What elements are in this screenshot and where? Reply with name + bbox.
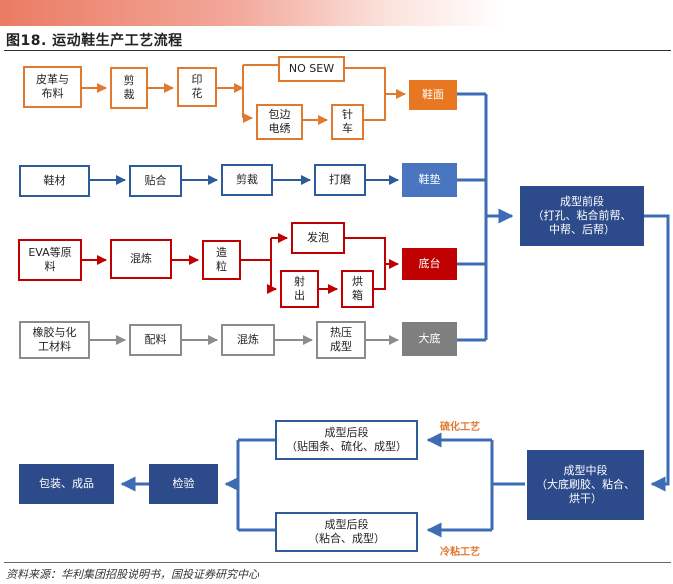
grind-box: 打磨 [314, 164, 366, 196]
stitch-box: 针 车 [331, 104, 364, 140]
insole-cut-box: 剪裁 [221, 164, 273, 196]
forming-back-vulcanized: 成型后段 （贴围条、硫化、成型） [275, 420, 418, 460]
shoe-material-box: 鞋材 [19, 165, 90, 197]
laminate-box: 贴合 [129, 165, 182, 197]
eva-material-box: EVA等原 料 [18, 239, 82, 281]
shoe-upper-output: 鞋面 [409, 80, 457, 110]
formulate-box: 配料 [129, 324, 182, 356]
source-divider [4, 562, 671, 563]
figure-source: 资料来源：华利集团招股说明书，国投证券研究中心 [6, 568, 259, 581]
outsole-output: 大底 [402, 322, 457, 356]
leather-fabric-box: 皮革与 布料 [23, 66, 82, 108]
midsole-mix-box: 混炼 [110, 239, 172, 279]
inspection-box: 检验 [149, 464, 218, 504]
packaging-box: 包装、成品 [19, 464, 114, 504]
print-box: 印 花 [177, 67, 217, 107]
figure-title: 图18. 运动鞋生产工艺流程 [6, 33, 183, 49]
pelletize-box: 造 粒 [202, 240, 241, 280]
forming-front-stage: 成型前段 （打孔、粘合前帮、 中帮、后帮） [520, 186, 644, 246]
edge-embroidery-box: 包边 电绣 [256, 104, 303, 140]
forming-middle-stage: 成型中段 （大底刷胶、粘合、 烘干） [527, 450, 644, 520]
header-band [0, 0, 673, 26]
vulcanized-process-label: 硫化工艺 [440, 422, 480, 433]
hot-press-box: 热压 成型 [316, 321, 366, 359]
foam-box: 发泡 [291, 222, 345, 254]
insole-output: 鞋垫 [402, 163, 457, 197]
bake-box: 烘 箱 [341, 270, 374, 308]
inject-box: 射 出 [280, 270, 319, 308]
cut-box: 剪 裁 [110, 67, 148, 109]
no-sew-box: NO SEW [278, 56, 345, 82]
forming-back-cold: 成型后段 （粘合、成型） [275, 512, 418, 552]
rubber-material-box: 橡胶与化 工材料 [19, 321, 90, 359]
midsole-output: 底台 [402, 248, 457, 280]
cold-cement-process-label: 冷粘工艺 [440, 547, 480, 558]
outsole-mix-box: 混炼 [221, 324, 275, 356]
title-divider [4, 50, 671, 51]
